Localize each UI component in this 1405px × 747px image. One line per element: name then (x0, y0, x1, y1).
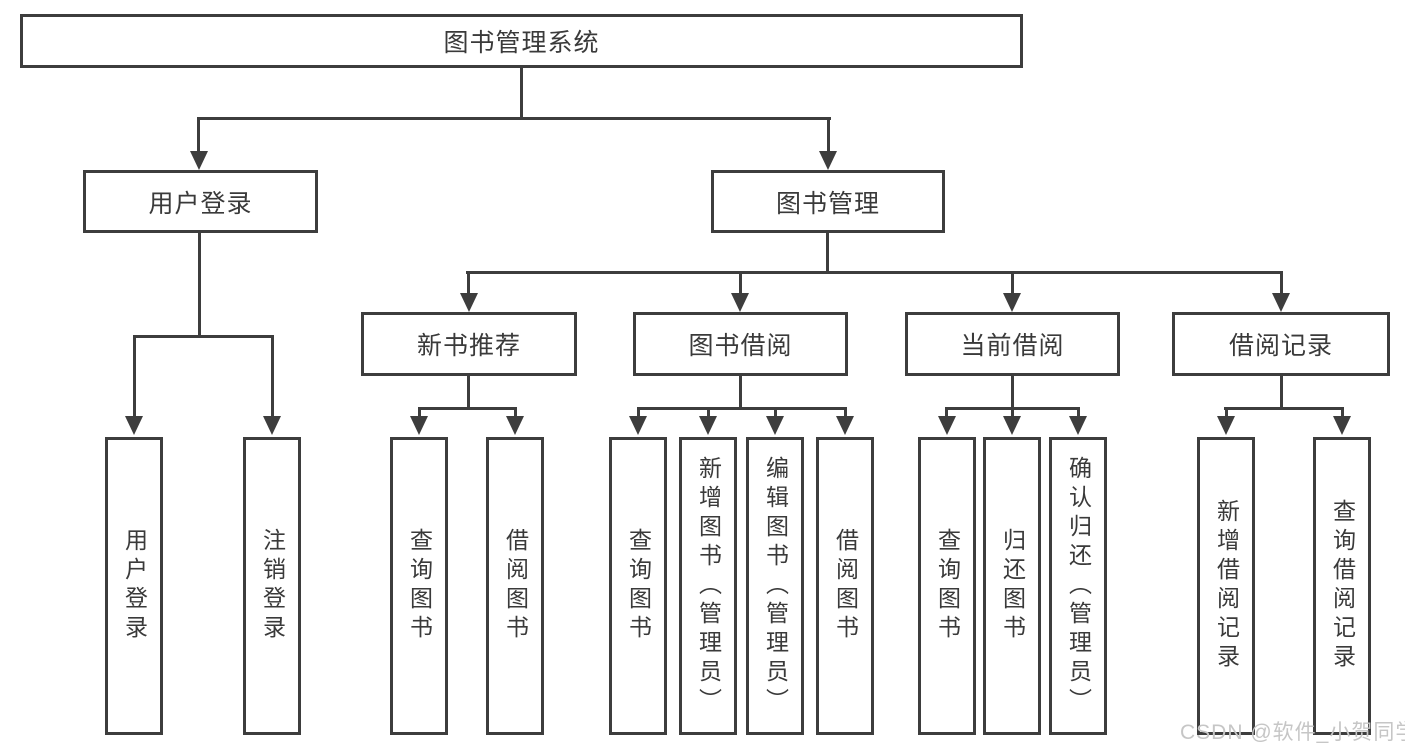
connector (197, 117, 200, 155)
connector (418, 407, 421, 419)
node-library-system: 图书管理系统 (20, 14, 1023, 68)
arrowhead-icon (410, 416, 428, 435)
connector (707, 407, 710, 419)
connector (827, 117, 830, 155)
leaf-confirm-return-admin: 确认归还（管理员） (1049, 437, 1107, 735)
connector (637, 407, 847, 410)
leaf-query-books: 查询图书 (918, 437, 976, 735)
connector (133, 335, 136, 417)
leaf-borrow-books: 借阅图书 (816, 437, 874, 735)
connector (514, 407, 517, 419)
connector (271, 335, 274, 417)
csdn-watermark: CSDN @软件_小贺同学 (1180, 721, 1405, 744)
arrowhead-icon (1003, 293, 1021, 312)
arrowhead-icon (1069, 416, 1087, 435)
connector (1077, 407, 1080, 419)
arrowhead-icon (1272, 293, 1290, 312)
arrowhead-icon (836, 416, 854, 435)
arrowhead-icon (819, 151, 837, 170)
arrowhead-icon (731, 293, 749, 312)
connector (739, 271, 742, 297)
connector (1011, 407, 1014, 419)
leaf-return-books: 归还图书 (983, 437, 1041, 735)
connector (637, 407, 640, 419)
connector (133, 335, 274, 338)
arrowhead-icon (938, 416, 956, 435)
arrowhead-icon (1003, 416, 1021, 435)
leaf-edit-books-admin: 编辑图书（管理员） (746, 437, 804, 735)
node-user-login: 用户登录 (83, 170, 318, 233)
node-borrow-records: 借阅记录 (1172, 312, 1390, 376)
connector (1225, 407, 1228, 419)
connector (520, 66, 523, 119)
connector (1224, 407, 1344, 410)
arrowhead-icon (190, 151, 208, 170)
connector (467, 271, 470, 297)
leaf-user-login: 用户登录 (105, 437, 163, 735)
connector (844, 407, 847, 419)
connector (774, 407, 777, 419)
connector (945, 407, 948, 419)
node-current-borrow: 当前借阅 (905, 312, 1120, 376)
node-book-borrow: 图书借阅 (633, 312, 848, 376)
arrowhead-icon (1217, 416, 1235, 435)
node-new-book-recommend: 新书推荐 (361, 312, 577, 376)
connector (197, 117, 831, 120)
arrowhead-icon (629, 416, 647, 435)
arrowhead-icon (1333, 416, 1351, 435)
arrowhead-icon (125, 416, 143, 435)
connector (198, 231, 201, 338)
connector (418, 407, 517, 410)
leaf-borrow-books: 借阅图书 (486, 437, 544, 735)
arrowhead-icon (460, 293, 478, 312)
connector (466, 271, 1283, 274)
leaf-query-books: 查询图书 (609, 437, 667, 735)
leaf-add-books-admin: 新增图书（管理员） (679, 437, 737, 735)
leaf-query-books: 查询图书 (390, 437, 448, 735)
connector (1280, 374, 1283, 410)
leaf-logout: 注销登录 (243, 437, 301, 735)
leaf-add-borrow-record: 新增借阅记录 (1197, 437, 1255, 735)
connector (1011, 271, 1014, 297)
arrowhead-icon (699, 416, 717, 435)
connector (1011, 374, 1014, 410)
arrowhead-icon (766, 416, 784, 435)
leaf-query-borrow-record: 查询借阅记录 (1313, 437, 1371, 735)
node-book-management: 图书管理 (711, 170, 945, 233)
connector (739, 374, 742, 410)
connector (826, 231, 829, 274)
arrowhead-icon (506, 416, 524, 435)
arrowhead-icon (263, 416, 281, 435)
connector (1280, 271, 1283, 297)
connector (467, 374, 470, 410)
connector (1341, 407, 1344, 419)
